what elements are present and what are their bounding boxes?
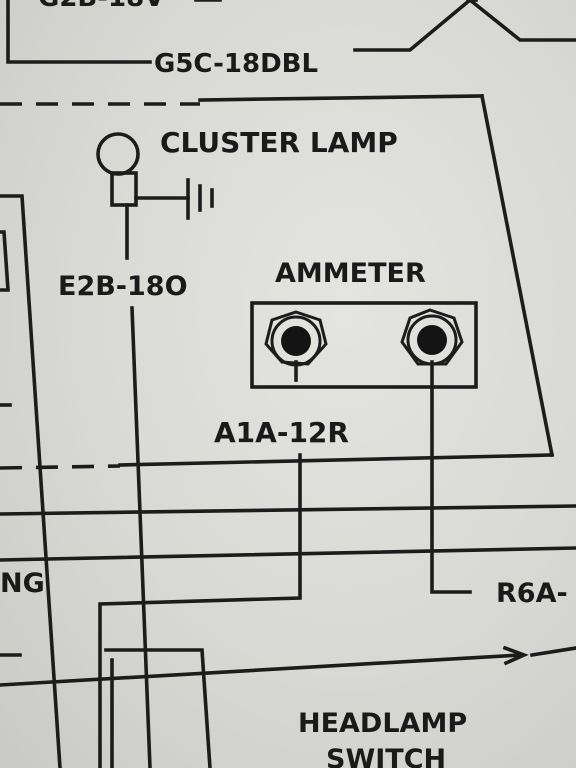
label-switch: SWITCH [326,744,446,768]
label-e2b: E2B-18O [58,271,188,302]
label-r6a: R6A- [496,578,568,609]
left-wire-a [0,194,62,768]
ammeter-lead-right [430,360,472,594]
wire-g5c [353,0,576,52]
label-g2b: G2B-18V [38,0,164,13]
horizontal-wire-1 [0,504,576,516]
label-a1a: A1A-12R [214,416,349,449]
arrow-continuation [529,646,576,658]
label-cluster-lamp: CLUSTER LAMP [160,126,398,159]
cluster-boundary-right [479,93,555,458]
horizontal-wire-2 [0,546,576,562]
cluster-boundary-bottom [118,453,554,467]
cluster-boundary-top [198,94,484,102]
label-partial-left: NG [0,568,45,599]
label-headlamp: HEADLAMP [298,708,467,739]
wire-e2b [130,306,152,768]
ground-symbol-icon [186,178,214,220]
horizontal-wire-arrow [0,653,522,687]
lower-wire-box [104,648,212,768]
arrow-right-icon [502,645,529,666]
left-wire-b [0,230,10,292]
wire-a1a [98,453,302,768]
label-ammeter: AMMETER [275,258,426,289]
label-g5c: G5C-18DBL [154,49,318,79]
terminal-nut-icon [264,310,328,367]
cluster-boundary-dashed-bottom [0,464,121,470]
ammeter-box [250,301,478,389]
bulb-icon [96,132,140,207]
wire-g2b [6,0,152,64]
terminal-nut-icon [400,308,464,366]
